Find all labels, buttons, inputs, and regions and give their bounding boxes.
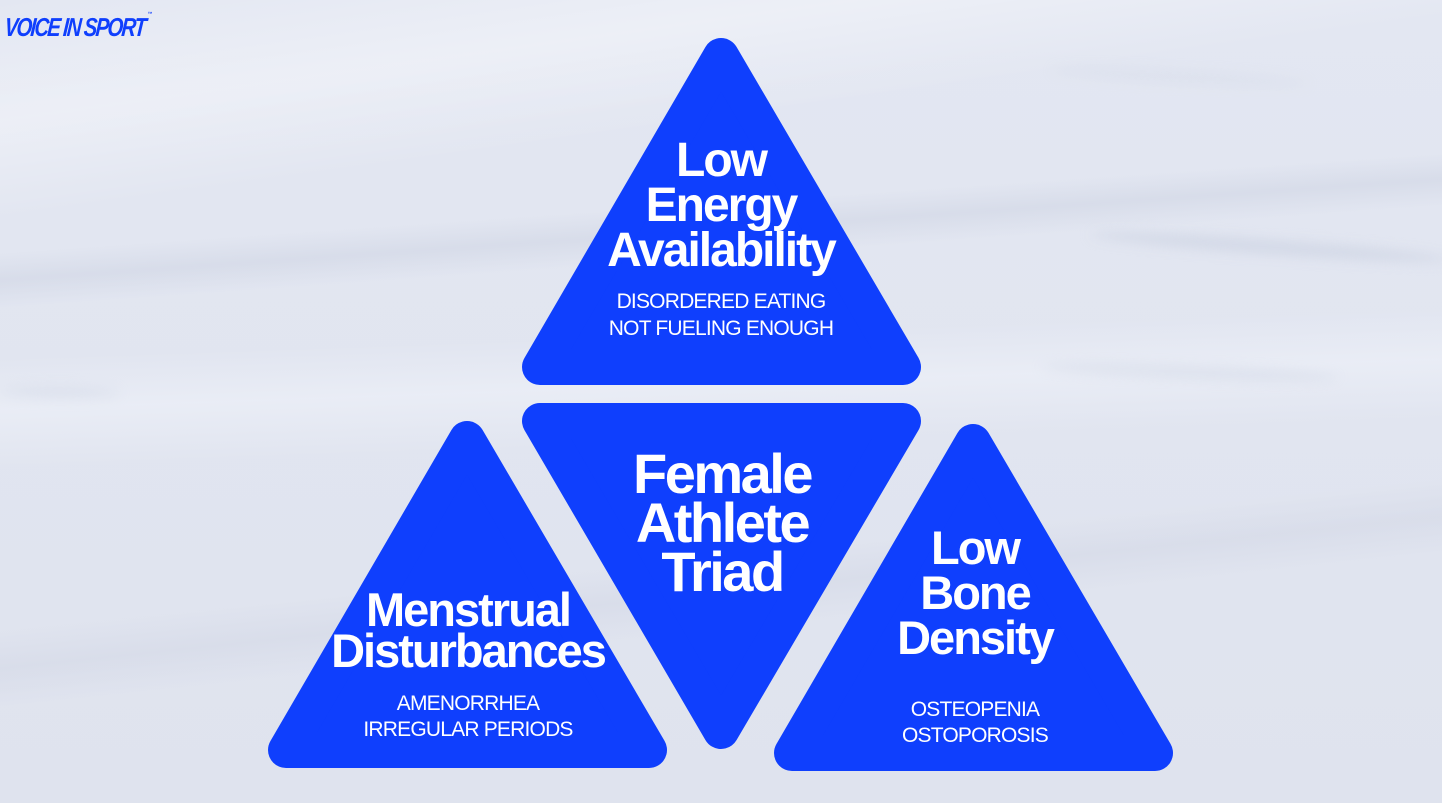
title-line: Density — [897, 611, 1055, 664]
center-triangle — [522, 403, 921, 749]
subtitle-line: OSTOPOROSIS — [901, 724, 1049, 747]
left-triangle-label: Menstrual Disturbances AMENORRHEA IRREGU… — [331, 583, 607, 743]
menstrual-disturbances-title: Menstrual Disturbances — [331, 583, 607, 677]
left-triangle — [268, 421, 667, 768]
top-triangle — [522, 38, 921, 385]
subtitle-line: AMENORRHEA — [396, 692, 540, 715]
title-line: Low — [676, 134, 768, 187]
title-line: Menstrual — [366, 583, 572, 636]
title-line: Athlete — [635, 491, 811, 554]
female-athlete-triad-title: Female Athlete Triad — [633, 442, 814, 603]
right-triangle-label: Low Bone Density OSTEOPENIA OSTOPOROSIS — [897, 521, 1055, 749]
title-line: Availability — [607, 224, 837, 277]
subtitle-line: DISORDERED EATING — [616, 290, 827, 313]
title-line: Female — [633, 442, 814, 505]
title-line: Energy — [645, 179, 799, 232]
low-energy-availability-title: Low Energy Availability — [607, 134, 837, 277]
title-line: Bone — [920, 566, 1031, 619]
subtitle-line: NOT FUELING ENOUGH — [608, 317, 834, 340]
right-triangle — [774, 424, 1173, 771]
low-bone-density-title: Low Bone Density — [897, 521, 1055, 664]
title-line: Triad — [661, 540, 785, 603]
right-triangle-subtitle: OSTEOPENIA OSTOPOROSIS — [897, 697, 1053, 749]
title-line: Disturbances — [331, 624, 607, 677]
subtitle-line: OSTEOPENIA — [910, 698, 1040, 721]
top-triangle-subtitle: DISORDERED EATING NOT FUELING ENOUGH — [607, 288, 835, 342]
title-line: Low — [931, 521, 1021, 574]
top-triangle-label: Low Energy Availability DISORDERED EATIN… — [607, 134, 837, 342]
center-triangle-label: Female Athlete Triad — [633, 442, 814, 603]
left-triangle-subtitle: AMENORRHEA IRREGULAR PERIODS — [331, 691, 605, 743]
subtitle-line: IRREGULAR PERIODS — [363, 718, 573, 741]
